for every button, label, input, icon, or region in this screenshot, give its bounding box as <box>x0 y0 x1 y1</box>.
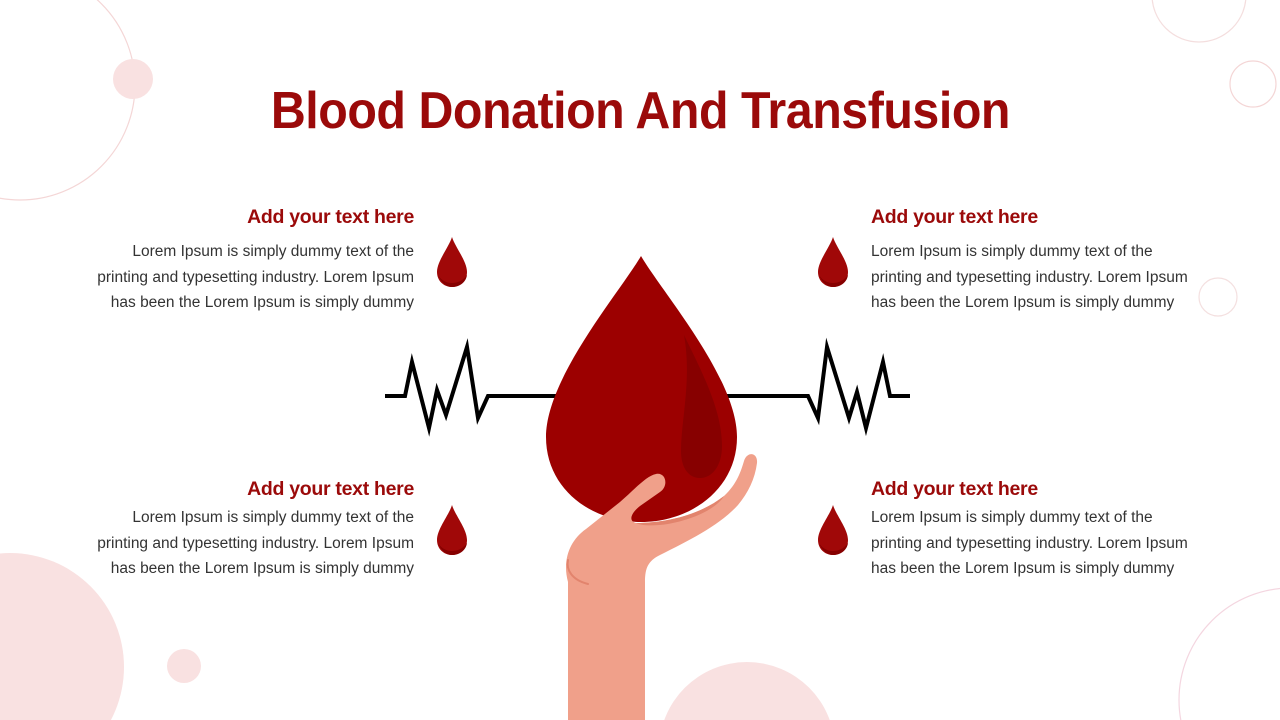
heartbeat-icon <box>385 337 910 437</box>
body-line: has been the Lorem Ipsum is simply dummy <box>871 560 1175 577</box>
body-line: has been the Lorem Ipsum is simply dummy <box>871 294 1175 311</box>
blood-drop-icon-bottom-right <box>818 505 848 555</box>
body-line: has been the Lorem Ipsum is simply dummy <box>110 560 414 577</box>
decor-circle-filled-top-left <box>113 59 153 99</box>
heartbeat-line-right <box>722 337 910 437</box>
blood-drop-icon-top-left <box>437 237 467 287</box>
block-body: Lorem Ipsum is simply dummy text of the … <box>54 505 414 582</box>
heartbeat-line-left <box>385 338 560 437</box>
body-line: Lorem Ipsum is simply dummy text of the <box>871 243 1153 260</box>
palm-shadow <box>636 496 724 526</box>
block-body: Lorem Ipsum is simply dummy text of the … <box>54 239 414 316</box>
text-block-top-right: Add your text here Lorem Ipsum is simply… <box>871 206 1231 316</box>
body-line: Lorem Ipsum is simply dummy text of the <box>132 509 414 526</box>
block-body: Lorem Ipsum is simply dummy text of the … <box>871 239 1231 316</box>
block-heading: Add your text here <box>871 206 1038 228</box>
hand-icon <box>566 454 758 720</box>
decor-circle-outline-top-right <box>1151 0 1247 43</box>
block-heading: Add your text here <box>247 206 414 228</box>
decor-circle-filled-bottom-center <box>664 662 830 720</box>
blood-drop-icon-top-right <box>818 237 848 287</box>
decor-circle-filled-bottom-left-small <box>167 649 201 683</box>
large-blood-drop-icon <box>546 256 737 522</box>
body-line: printing and typesetting industry. Lorem… <box>97 534 414 552</box>
body-line: Lorem Ipsum is simply dummy text of the <box>132 243 414 260</box>
blood-drop-icon-bottom-left <box>437 505 467 555</box>
block-heading: Add your text here <box>871 478 1038 500</box>
decor-circle-outline-right <box>1229 60 1277 108</box>
body-line: printing and typesetting industry. Lorem… <box>97 268 414 286</box>
decor-circle-outline-bottom-right <box>1178 587 1280 720</box>
body-line: has been the Lorem Ipsum is simply dummy <box>110 294 414 311</box>
block-body: Lorem Ipsum is simply dummy text of the … <box>871 505 1231 582</box>
decor-circle-outline-right-small <box>1198 277 1238 317</box>
body-line: printing and typesetting industry. Lorem… <box>871 268 1188 286</box>
wrist-crease <box>566 559 589 585</box>
text-block-bottom-right: Add your text here Lorem Ipsum is simply… <box>871 478 1231 582</box>
block-heading: Add your text here <box>247 478 414 500</box>
body-line: printing and typesetting industry. Lorem… <box>871 534 1188 552</box>
body-line: Lorem Ipsum is simply dummy text of the <box>871 509 1153 526</box>
text-block-top-left: Add your text here Lorem Ipsum is simply… <box>54 206 414 316</box>
slide-title-text: Blood Donation And Transfusion <box>270 82 1010 140</box>
text-block-bottom-left: Add your text here Lorem Ipsum is simply… <box>54 478 414 582</box>
slide-title: Blood Donation And Transfusion <box>0 81 1280 141</box>
decor-circle-filled-bottom-left <box>0 553 124 720</box>
drop-highlight <box>681 335 722 478</box>
